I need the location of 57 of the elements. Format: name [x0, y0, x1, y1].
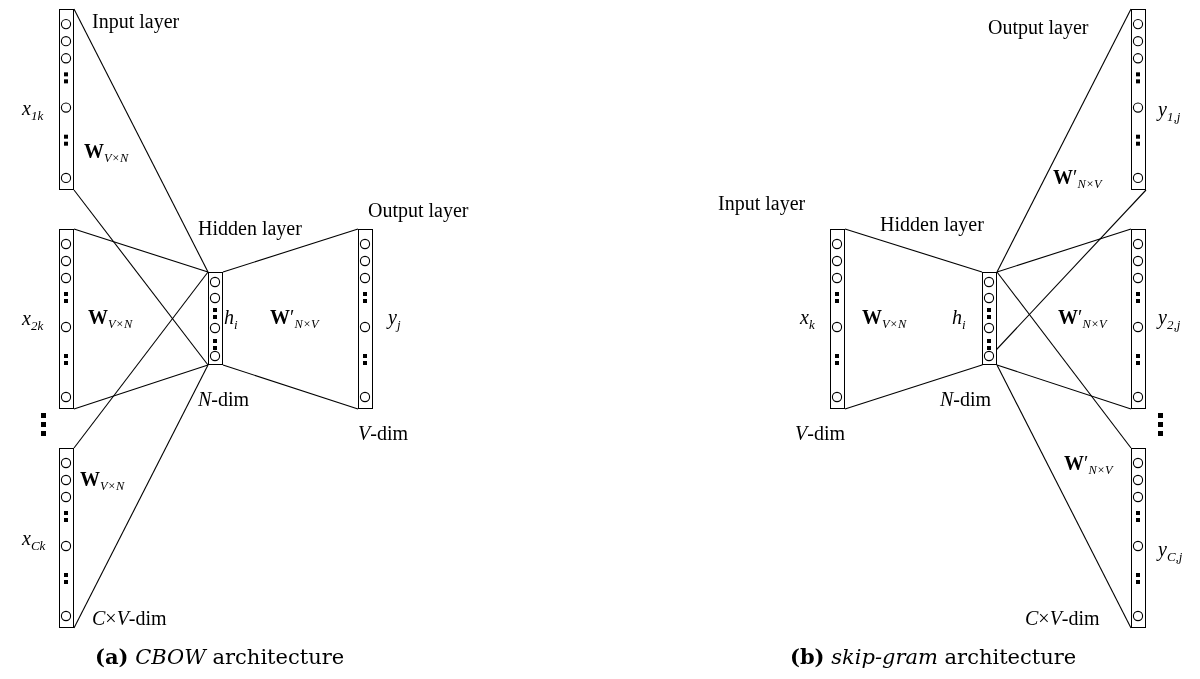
connector-line	[844, 364, 983, 410]
diagram-label: W′$_{N×V}$	[1058, 306, 1107, 332]
variable-label: x$_{Ck}$	[22, 527, 46, 554]
connector-line	[73, 364, 209, 410]
layer-vector	[208, 272, 223, 365]
connector-line	[844, 228, 983, 273]
connector-line	[996, 8, 1132, 273]
diagram-label: V-dim	[795, 422, 845, 445]
layer-vector	[59, 448, 74, 628]
diagram-label: N-dim	[940, 388, 992, 411]
diagram-label: W′$_{N×V}$	[1053, 166, 1102, 192]
connector-line	[222, 364, 359, 410]
diagram-label: W′$_{N×V}$	[1064, 452, 1113, 478]
diagram-label: C×V-dim	[92, 607, 167, 630]
diagram-label: Hidden layer	[198, 217, 302, 240]
diagram-label: W$_{V×N}$	[84, 140, 129, 166]
variable-label: y$_{2,j}$	[1158, 306, 1181, 333]
diagram-label: Input layer	[92, 10, 180, 33]
layer-vector	[59, 229, 74, 409]
connector-line	[996, 364, 1132, 629]
diagram-label: Output layer	[368, 199, 469, 222]
connector-line	[996, 271, 1132, 449]
variable-label: x$_{2k}$	[22, 307, 44, 334]
layer-vector	[1131, 448, 1146, 628]
connector-line	[73, 364, 209, 629]
connector-line	[73, 271, 209, 449]
layer-vector	[1131, 9, 1146, 190]
variable-label: x$_{k}$	[800, 306, 815, 333]
diagram-label: Hidden layer	[880, 213, 984, 236]
layer-vector	[830, 229, 845, 409]
diagram-label: N-dim	[198, 388, 250, 411]
variable-label: h$_{i}$	[224, 306, 238, 333]
connector-line	[996, 364, 1132, 410]
diagram-label: W′$_{N×V}$	[270, 306, 319, 332]
connector-line	[73, 189, 209, 366]
connector-line	[73, 228, 209, 273]
figure-caption: (b) skip-gram architecture	[790, 645, 1077, 670]
connector-line	[222, 228, 359, 273]
diagram-label: V-dim	[358, 422, 408, 445]
variable-label: x$_{1k}$	[22, 97, 44, 124]
diagram-label: W$_{V×N}$	[862, 306, 907, 332]
variable-label: y$_{1,j}$	[1158, 98, 1181, 125]
layer-vector	[982, 272, 997, 365]
connector-line	[73, 8, 209, 273]
layer-vector	[1131, 229, 1146, 409]
variable-label: y$_{j}$	[388, 306, 401, 333]
connector-line	[996, 228, 1132, 273]
variable-label: y$_{C,j}$	[1158, 538, 1183, 565]
variable-label: h$_{i}$	[952, 306, 966, 333]
figure-caption: (a) CBOW architecture	[95, 645, 345, 670]
diagram-label: Input layer	[718, 192, 806, 215]
layer-vector	[59, 9, 74, 190]
diagram-label: C×V-dim	[1025, 607, 1100, 630]
layer-vector	[358, 229, 373, 409]
diagram-label: W$_{V×N}$	[88, 306, 133, 332]
diagram-label: W$_{V×N}$	[80, 468, 125, 494]
diagram-label: Output layer	[988, 16, 1089, 39]
